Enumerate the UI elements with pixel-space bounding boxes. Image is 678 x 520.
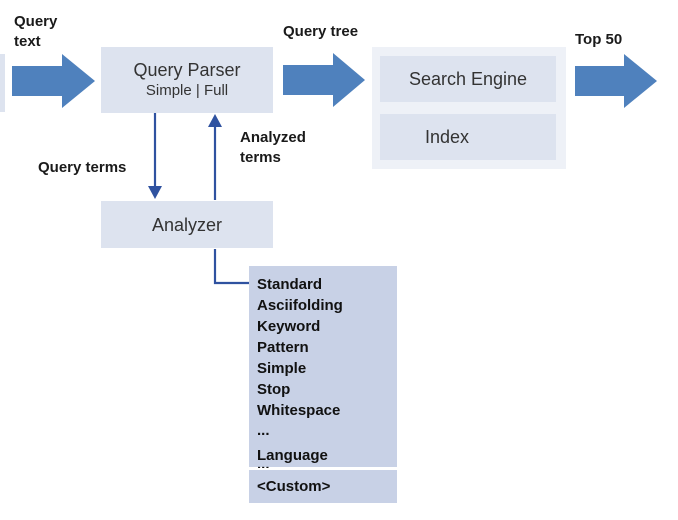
query-text-line-2: text <box>14 33 41 50</box>
list-item: Stop <box>257 381 291 398</box>
arrowhead-query-terms <box>148 186 162 199</box>
query-text-line-1: Query <box>14 13 58 30</box>
list-item: ... <box>257 460 270 468</box>
query-parser-title: Query Parser <box>133 60 241 80</box>
arrowhead-analyzed-terms <box>208 114 222 127</box>
connector-analyzer-list <box>213 249 249 285</box>
list-item: ... <box>257 422 270 439</box>
query-terms-label: Query terms <box>38 159 127 176</box>
list-item: Language <box>257 447 328 464</box>
query-tree-label: Query tree <box>283 23 359 40</box>
list-item: Standard <box>257 276 323 293</box>
query-parser-subtitle: Simple | Full <box>145 82 229 99</box>
list-item: Whitespace <box>257 402 341 419</box>
query-parser-box: Query Parser Simple | Full <box>101 47 273 113</box>
analyzed-terms-line-1: Analyzed <box>240 129 306 146</box>
list-item: Pattern <box>257 339 309 356</box>
list-item: Keyword <box>257 318 321 335</box>
arrow-top-50 <box>575 54 657 108</box>
query-text-label: Query text <box>14 12 57 52</box>
arrow-query-tree <box>283 53 365 107</box>
search-engine-title: Search Engine <box>408 69 528 89</box>
analyzed-terms-label: Analyzed terms <box>240 128 306 168</box>
top-50-label: Top 50 <box>575 31 623 48</box>
arrow-query-text <box>12 54 95 108</box>
list-item: Asciifolding <box>257 297 343 314</box>
left-box-edge <box>0 54 5 112</box>
analyzer-list: Standard Asciifolding Keyword Pattern Si… <box>249 266 397 468</box>
index-title: Index <box>425 127 470 147</box>
search-engine-box: Search Engine <box>380 56 556 102</box>
custom-analyzer-box: <Custom> <box>249 470 397 503</box>
index-box: Index <box>380 114 556 160</box>
analyzed-terms-line-2: terms <box>240 149 281 166</box>
custom-analyzer-label: <Custom> <box>257 478 331 495</box>
analyzer-box: Analyzer <box>101 201 273 248</box>
analyzer-title: Analyzer <box>151 214 223 235</box>
list-item: Simple <box>257 360 307 377</box>
